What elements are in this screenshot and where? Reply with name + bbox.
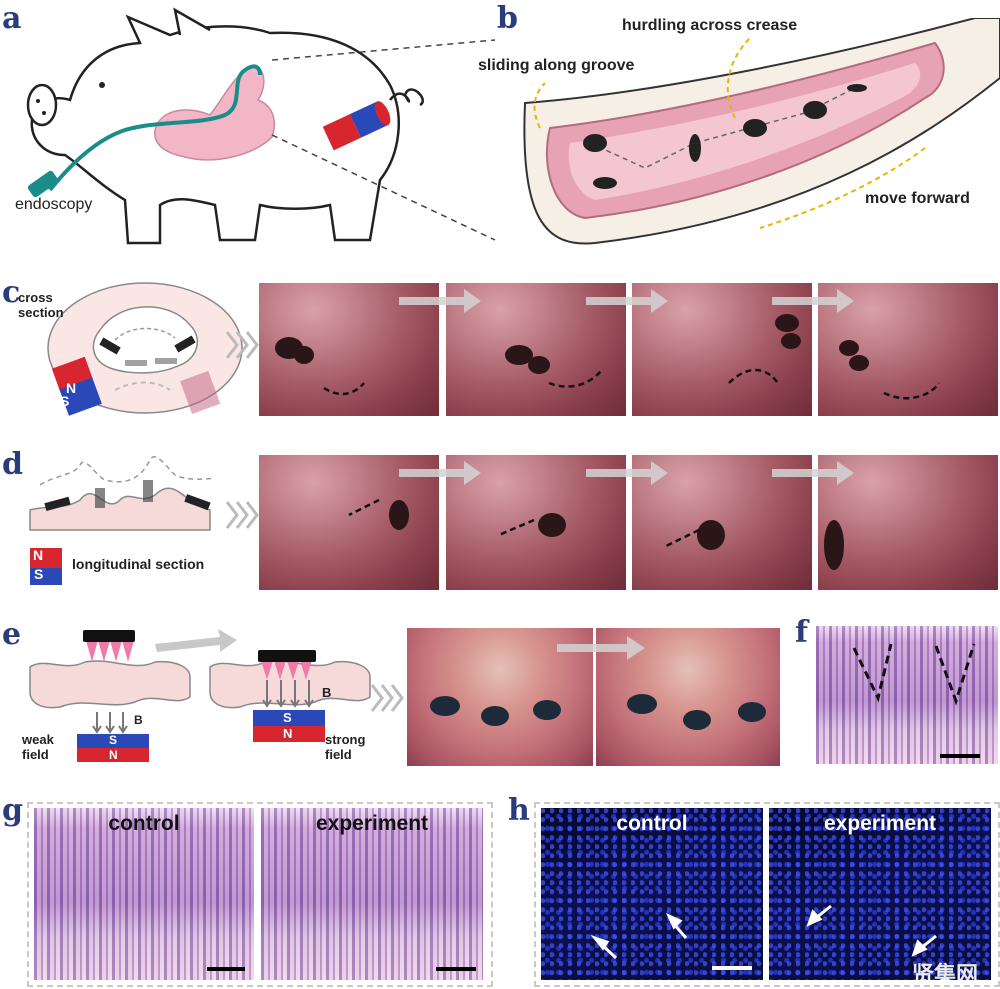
longitudinal-section-diagram (29, 455, 216, 585)
endoscopy-frame-d1 (259, 455, 439, 590)
magnet-d-n: N (33, 547, 44, 563)
panel-label-b: b (497, 1, 518, 36)
label-g-experiment: experiment (315, 812, 429, 835)
label-cross-section: cross section (18, 290, 64, 320)
chevrons-d-icon (225, 501, 259, 529)
label-g-control: control (108, 812, 180, 835)
overlays-e (430, 636, 766, 730)
label-move-forward: move forward (865, 190, 970, 207)
magnet-c-s: S (60, 393, 70, 409)
label-sliding-along-groove: sliding along groove (478, 57, 635, 74)
label-h-experiment: experiment (823, 812, 937, 835)
label-b-weak: B (134, 713, 143, 727)
endoscopy-frame-d2 (446, 455, 626, 590)
endoscopy-frame-d4 (818, 455, 998, 590)
label-b-strong: B (322, 685, 332, 700)
label-longitudinal-section: longitudinal section (72, 556, 205, 572)
overlay-f (852, 643, 976, 706)
scalebar-g-control (207, 967, 245, 971)
scalebar-f (940, 754, 980, 758)
overlays-h (590, 904, 937, 960)
cross-section-diagram (47, 282, 243, 416)
label-strong-field: strong field (325, 732, 366, 762)
endoscopy-frame-d3 (632, 455, 812, 590)
intestine-illustration (523, 18, 1000, 245)
label-hurdling-across-crease: hurdling across crease (622, 17, 798, 34)
frame-g (27, 802, 493, 987)
watermark: 贤集网 (912, 962, 979, 987)
endoscopy-frame-c2 (446, 283, 626, 416)
overlays-d (348, 461, 854, 570)
magnet-d-s: S (34, 566, 44, 582)
chevrons-e-icon (370, 684, 404, 712)
histology-g-control (34, 808, 254, 980)
panel-label-d: d (2, 447, 23, 482)
label-weak-field: weak field (22, 732, 54, 762)
magnetic-field-diagram (29, 629, 371, 762)
overlays-c (275, 289, 941, 400)
magnet-e-strong-n: N (283, 726, 293, 741)
pig-illustration (26, 7, 496, 245)
frame-h (534, 802, 1000, 987)
magnet-e-weak-s: S (109, 733, 118, 747)
panel-label-e: e (2, 617, 22, 652)
panel-label-f: f (795, 615, 808, 650)
label-endoscopy: endoscopy (15, 196, 93, 213)
magnet-c-n: N (66, 380, 77, 396)
chevrons-c-icon (225, 331, 259, 359)
scalebar-g-experiment (436, 967, 476, 971)
histology-g-experiment (261, 808, 483, 980)
panel-label-c: c (2, 275, 21, 310)
scalebar-h (712, 966, 752, 970)
panel-label-g: g (2, 793, 23, 828)
histology-f (816, 626, 998, 764)
fluorescence-h-control (541, 808, 763, 980)
panel-label-h: h (508, 793, 530, 828)
magnet-e-weak-n: N (109, 748, 118, 762)
fluorescence-h-experiment (769, 808, 991, 980)
panel-label-a: a (2, 1, 22, 36)
label-h-control: control (616, 812, 688, 835)
magnet-e-strong-s: S (283, 710, 292, 725)
